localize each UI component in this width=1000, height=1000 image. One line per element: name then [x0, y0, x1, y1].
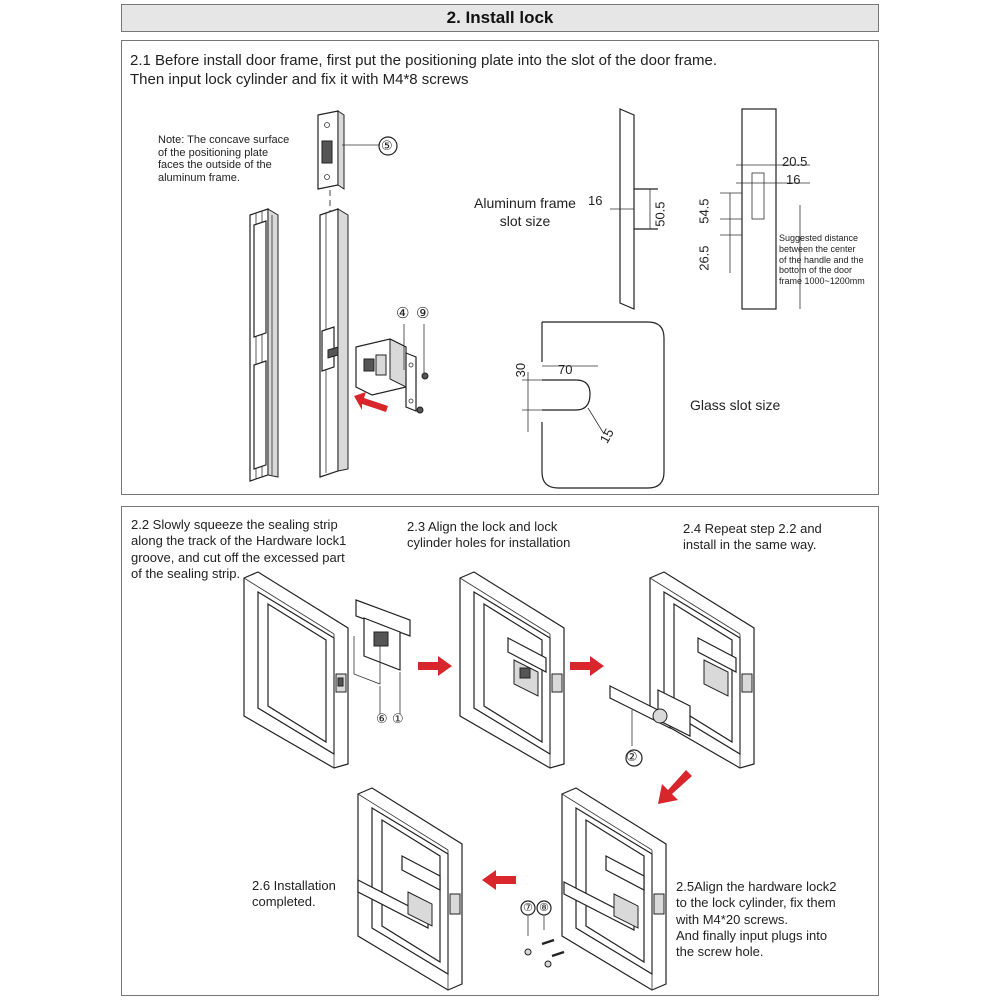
dim-20-5: 20.5	[782, 154, 808, 169]
alu-slot-width: 16	[588, 193, 603, 208]
frame-position-drawing	[720, 108, 810, 310]
callout-1-label: ①	[392, 711, 404, 726]
callouts-7-8	[520, 900, 552, 936]
glass-slot-drawing	[522, 321, 665, 489]
callout-4-9-leaders	[403, 324, 425, 374]
frame-step-2-2	[243, 571, 349, 769]
callout-5-label: ⑤	[381, 138, 393, 153]
alu-slot-height: 50.5	[652, 201, 668, 227]
frame-step-2-4	[609, 571, 755, 769]
arrow-2-4-to-2-5	[658, 770, 692, 804]
alu-slot-label: Aluminum frame slot size	[474, 195, 576, 229]
callout-2-label: ②	[626, 749, 638, 764]
step-2-4-text: 2.4 Repeat step 2.2 and install in the s…	[683, 521, 822, 553]
callout-4-label: ④	[396, 305, 410, 322]
section-title: 2. Install lock	[446, 8, 554, 27]
positioning-plate-note: Note: The concave surface of the positio…	[158, 134, 290, 184]
door-frame-exploded-drawing	[249, 110, 380, 482]
callout-6-label: ⑥	[376, 711, 388, 726]
frame-step-2-6	[357, 787, 463, 991]
glass-slot-label: Glass slot size	[690, 397, 781, 413]
lock-assembly-step-2-2	[353, 599, 411, 714]
dim-54-5: 54.5	[696, 198, 712, 224]
callout-5	[378, 136, 398, 156]
insert-arrow	[354, 392, 388, 412]
glass-dim-70: 70	[558, 362, 573, 377]
step-2-5-text: 2.5Align the hardware lock2 to the lock …	[676, 879, 837, 959]
frame-step-2-3	[459, 571, 565, 769]
callout-2	[625, 749, 643, 767]
step-2-3-text: 2.3 Align the lock and lock cylinder hol…	[407, 519, 571, 551]
arrow-2-5-to-2-6	[482, 870, 516, 890]
frame-step-2-5	[561, 787, 667, 991]
callout-8-label: ⑧	[539, 902, 549, 914]
handle-height-note: Suggested distance between the center of…	[779, 233, 865, 287]
step-2-1-text: 2.1 Before install door frame, first put…	[130, 52, 717, 88]
lock-body-drawing	[355, 338, 429, 414]
step-2-6-text: 2.6 Installation completed.	[252, 878, 336, 910]
section-header: 2. Install lock	[121, 4, 879, 32]
arrow-2-2-to-2-3	[418, 656, 452, 676]
arrow-2-3-to-2-4	[570, 656, 604, 676]
callout-9-label: ⑨	[416, 305, 430, 322]
dim-16: 16	[786, 172, 801, 187]
alu-slot-drawing	[610, 108, 658, 310]
dim-26-5: 26.5	[696, 245, 712, 271]
screws-drawing	[524, 938, 565, 968]
callout-7-label: ⑦	[523, 902, 533, 914]
glass-dim-30: 30	[513, 362, 529, 378]
step-2-2-text: 2.2 Slowly squeeze the sealing strip alo…	[131, 517, 347, 581]
